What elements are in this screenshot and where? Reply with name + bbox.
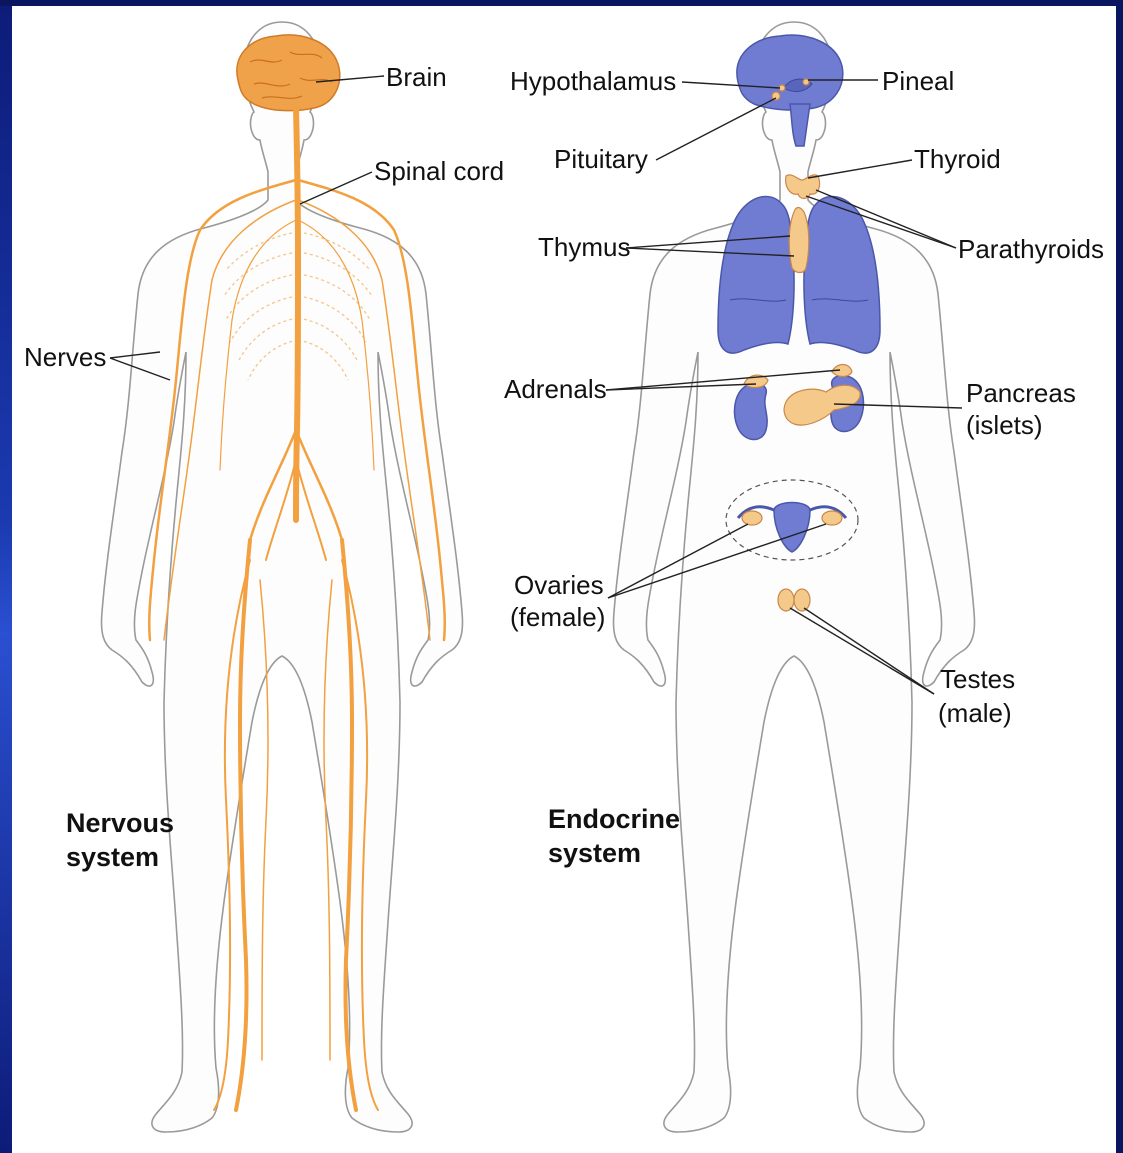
nervous-title-line2: system [66, 842, 159, 872]
nervous-body-outline [101, 22, 462, 1132]
left-lung [718, 196, 794, 353]
diagram-svg: Brain Spinal cord Nerves Nervous system [12, 6, 1116, 1153]
right-lung [804, 196, 880, 353]
brain-shape [237, 35, 340, 111]
diagram-canvas: Brain Spinal cord Nerves Nervous system [12, 6, 1116, 1153]
label-testes: Testes [940, 664, 1015, 694]
left-kidney [734, 383, 767, 439]
slide-frame-left [0, 0, 12, 1153]
endocrine-title-line1: Endocrine [548, 804, 680, 834]
label-pancreas: Pancreas [966, 378, 1076, 408]
label-testes-male: (male) [938, 698, 1012, 728]
label-pituitary: Pituitary [554, 144, 648, 174]
left-ovary [742, 511, 762, 525]
label-pancreas-islets: (islets) [966, 410, 1043, 440]
label-thyroid: Thyroid [914, 144, 1001, 174]
label-pineal: Pineal [882, 66, 954, 96]
label-thymus: Thymus [538, 232, 630, 262]
label-brain: Brain [386, 62, 447, 92]
nervous-title-line1: Nervous [66, 808, 174, 838]
label-hypothalamus: Hypothalamus [510, 66, 676, 96]
label-nerves: Nerves [24, 342, 106, 372]
endocrine-brain [737, 35, 843, 110]
label-ovaries-female: (female) [510, 602, 605, 632]
endocrine-title-line2: system [548, 838, 641, 868]
right-testis [794, 589, 810, 611]
label-adrenals: Adrenals [504, 374, 607, 404]
label-ovaries: Ovaries [514, 570, 604, 600]
label-spinal-cord: Spinal cord [374, 156, 504, 186]
thymus-gland [789, 208, 809, 273]
slide-frame-right [1116, 0, 1123, 1153]
right-ovary [822, 511, 842, 525]
left-testis [778, 589, 794, 611]
label-parathyroids: Parathyroids [958, 234, 1104, 264]
